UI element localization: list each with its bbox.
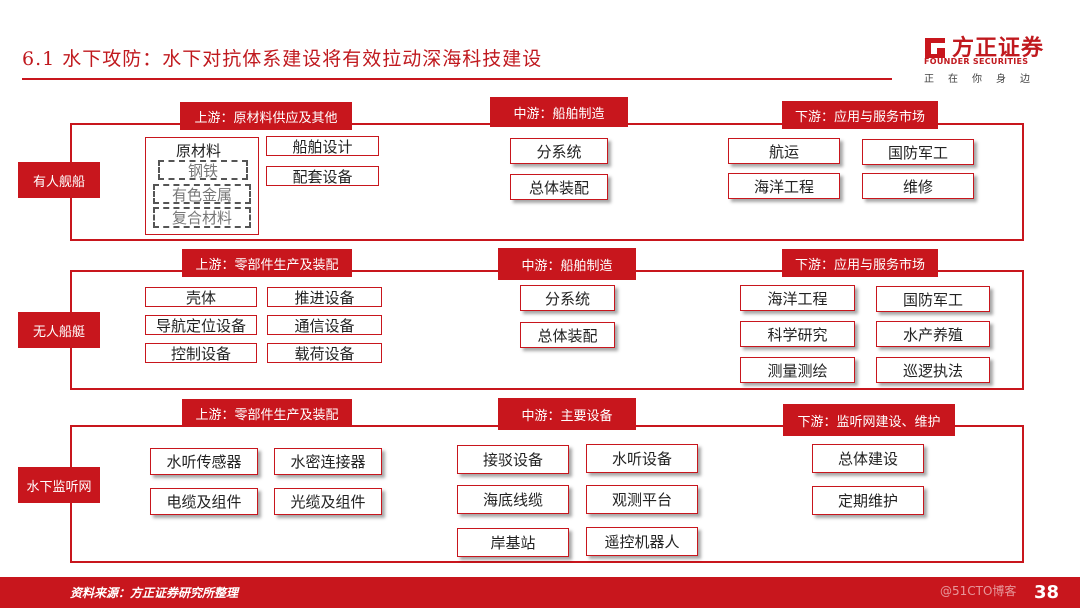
raw-item-steel: 钢铁 [158, 160, 248, 180]
stage-midstream-manned: 中游：船舶制造 [490, 97, 628, 127]
box-payload: 载荷设备 [267, 343, 382, 363]
box-docking-equipment: 接驳设备 [457, 445, 569, 474]
raw-item-composite: 复合材料 [153, 207, 251, 228]
logo-slogan: 正在你身边 [924, 74, 1044, 85]
box-surveying: 测量测绘 [740, 357, 855, 383]
box-ship-design: 船舶设计 [266, 136, 379, 156]
box-defense-unmanned: 国防军工 [876, 286, 990, 312]
box-ocean-engineering-manned: 海洋工程 [728, 173, 840, 199]
box-watertight-connector: 水密连接器 [274, 448, 382, 475]
box-overall-construction: 总体建设 [812, 444, 924, 473]
stage-midstream-unmanned: 中游：船舶制造 [498, 248, 636, 280]
box-rov: 遥控机器人 [586, 527, 698, 556]
section-label-underwater-network: 水下监听网 [18, 467, 100, 503]
box-supporting-equipment: 配套设备 [266, 166, 379, 186]
box-scientific-research: 科学研究 [740, 321, 855, 347]
box-navigation: 导航定位设备 [145, 315, 257, 335]
stage-upstream-unmanned: 上游：零部件生产及装配 [182, 249, 352, 277]
box-communication: 通信设备 [267, 315, 382, 335]
stage-upstream-network: 上游：零部件生产及装配 [182, 399, 352, 427]
box-final-assembly-manned: 总体装配 [510, 174, 608, 200]
logo-text-cn: 方正证券 [952, 36, 1045, 61]
section-label-manned-ships: 有人舰船 [18, 162, 100, 198]
stage-upstream-manned: 上游：原材料供应及其他 [180, 102, 352, 130]
footer-bar [0, 577, 1080, 608]
box-final-assembly-unmanned: 总体装配 [520, 322, 615, 348]
box-aquaculture: 水产养殖 [876, 321, 990, 347]
stage-downstream-manned: 下游：应用与服务市场 [782, 101, 938, 129]
stage-downstream-network: 下游：监听网建设、维护 [783, 404, 955, 436]
stage-downstream-unmanned: 下游：应用与服务市场 [782, 249, 938, 277]
box-subsystem-unmanned: 分系统 [520, 285, 615, 311]
box-defense-manned: 国防军工 [862, 139, 974, 165]
box-cable-assembly: 电缆及组件 [150, 488, 258, 515]
box-hull: 壳体 [145, 287, 257, 307]
page-title: 6.1 水下攻防：水下对抗体系建设将有效拉动深海科技建设 [22, 48, 543, 70]
box-observation-platform: 观测平台 [586, 485, 698, 514]
section-label-unmanned-boats: 无人船艇 [18, 312, 100, 348]
source-note: 资料来源：方正证券研究所整理 [70, 586, 239, 600]
box-maintenance: 维修 [862, 173, 974, 199]
title-divider [22, 78, 892, 80]
logo-text-en: FOUNDER SECURITIES [924, 57, 1029, 66]
box-hydrophone-sensor: 水听传感器 [150, 448, 258, 475]
box-subsea-cable: 海底线缆 [457, 485, 569, 514]
watermark: @51CTO博客 [940, 584, 1017, 598]
box-subsystem-manned: 分系统 [510, 138, 608, 164]
box-patrol: 巡逻执法 [876, 357, 990, 383]
box-shipping: 航运 [728, 138, 840, 164]
raw-materials-title: 原材料 [176, 142, 222, 160]
box-optical-cable-assembly: 光缆及组件 [274, 488, 382, 515]
stage-midstream-network: 中游：主要设备 [498, 398, 636, 430]
box-hydrophone-equipment: 水听设备 [586, 444, 698, 473]
raw-item-nonferrous: 有色金属 [153, 184, 251, 204]
box-propulsion: 推进设备 [267, 287, 382, 307]
founder-logo-icon [925, 38, 945, 58]
box-control: 控制设备 [145, 343, 257, 363]
box-shore-station: 岸基站 [457, 528, 569, 557]
box-regular-maintenance: 定期维护 [812, 486, 924, 515]
box-ocean-engineering-unmanned: 海洋工程 [740, 285, 855, 311]
page-number: 38 [1034, 582, 1060, 603]
